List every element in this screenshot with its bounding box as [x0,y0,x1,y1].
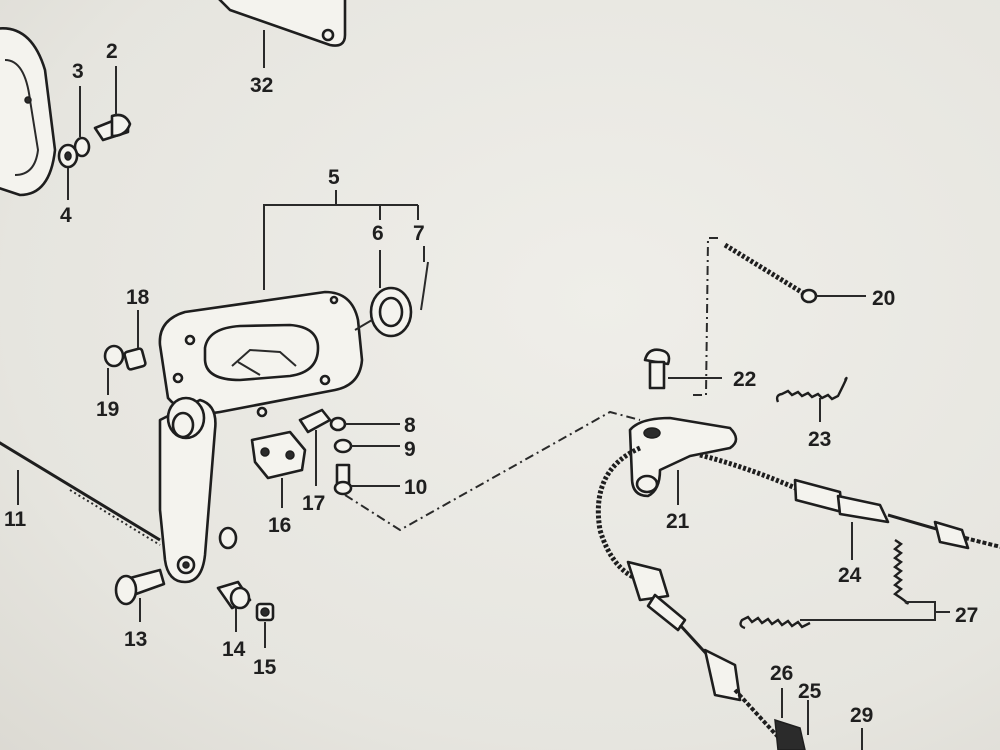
label-16: 16 [268,514,291,537]
fitting-25-26-drawing [774,688,863,750]
pin-17-drawing [298,408,332,486]
label-32: 32 [250,74,273,97]
label-7: 7 [413,222,425,245]
label-13: 13 [124,628,147,651]
bushing-14-drawing [216,580,252,632]
label-20: 20 [872,287,895,310]
label-4: 4 [60,204,72,227]
nut-18-drawing [123,310,147,371]
bolt-13-drawing [114,568,166,622]
washer-drawing [218,526,238,550]
label-22: 22 [733,368,756,391]
cover-plate-drawing [0,27,57,197]
label-21: 21 [666,510,690,533]
leader-20-22 [692,237,718,396]
leader-27 [800,601,950,621]
cable-24-drawing [699,452,802,493]
label-25: 25 [798,680,822,703]
label-19: 19 [96,398,119,421]
spring-27b-drawing [739,615,811,630]
label-18: 18 [126,286,150,309]
label-3: 3 [72,60,84,83]
label-23: 23 [808,428,831,451]
cable-end-drawing [626,560,792,750]
pin-22-drawing [643,348,722,390]
rod-11-drawing [0,441,161,546]
label-6: 6 [372,222,384,245]
cable-drawing [595,445,642,583]
pin-7-drawing [420,246,429,311]
washer-8-drawing [329,416,400,432]
part-labels: 2 3 4 5 6 7 8 9 10 11 13 14 15 16 17 18 … [4,40,978,727]
label-9: 9 [404,438,416,461]
bolt-10-drawing [333,463,400,496]
link-line [344,410,641,532]
pedal-arm-drawing [158,396,217,584]
lever-21-drawing [628,416,738,505]
seal-6-drawing [354,250,413,338]
label-17: 17 [302,492,325,515]
label-26: 26 [770,662,793,685]
washer-3-drawing [73,86,91,158]
nut-15-drawing [255,602,275,648]
label-15: 15 [253,656,277,679]
bracket-32-drawing [218,0,347,68]
washer-4-drawing [57,143,79,200]
label-14: 14 [222,638,246,661]
label-11: 11 [4,508,27,531]
label-5: 5 [328,166,340,189]
label-10: 10 [404,476,427,499]
label-2: 2 [106,40,118,63]
spring-23-drawing [775,376,848,422]
spring-27a-drawing [892,539,909,605]
label-24: 24 [838,564,862,587]
label-27: 27 [955,604,978,627]
label-29: 29 [850,704,873,727]
leader-5 [263,190,419,290]
clip-9-drawing [333,438,400,454]
cable-fitting-24-drawing [793,478,1000,560]
rod-20-drawing [723,242,866,304]
label-8: 8 [404,414,416,437]
clamp-16-drawing [250,430,307,508]
nut-19-drawing [103,344,125,395]
bolt-2-drawing [93,66,132,142]
